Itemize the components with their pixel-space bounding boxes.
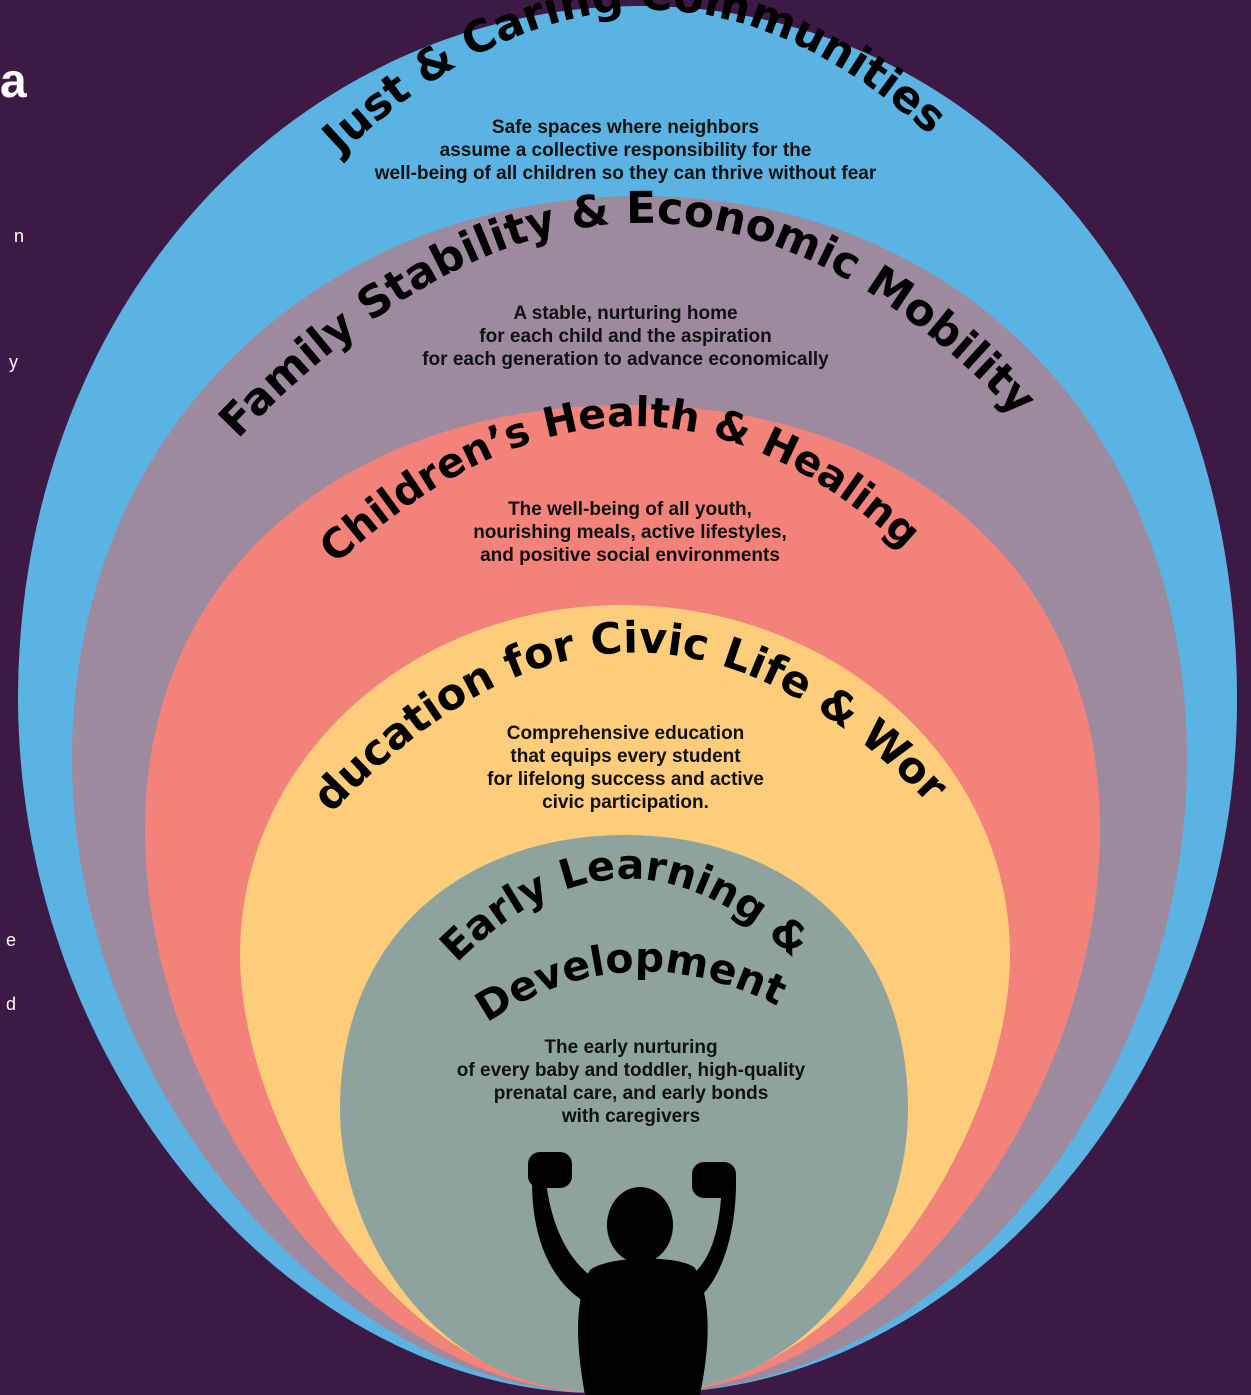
education-civic-description: Comprehensive education that equips ever…: [0, 722, 1251, 814]
description-line: The early nurturing: [544, 1037, 718, 1058]
description-line: nourishing meals, active lifestyles,: [473, 522, 787, 543]
description-line: that equips every student: [510, 746, 741, 767]
early-learning-description: The early nurturing of every baby and to…: [0, 1036, 1251, 1128]
child-silhouette-icon: [528, 1152, 736, 1395]
description-line: with caregivers: [561, 1106, 701, 1127]
left-text-fragment-4: d: [6, 994, 17, 1014]
description-line: of every baby and toddler, high-quality: [456, 1060, 806, 1081]
description-line: for lifelong success and active: [487, 769, 764, 790]
childrens-health-description: The well-being of all youth, nourishing …: [0, 498, 1251, 567]
description-line: for each child and the aspiration: [479, 326, 772, 347]
description-line: prenatal care, and early bonds: [493, 1083, 769, 1104]
family-stability-description: A stable, nurturing home for each child …: [0, 302, 1251, 371]
description-line: well-being of all children so they can t…: [374, 163, 877, 184]
just-caring-description: Safe spaces where neighbors assume a col…: [0, 116, 1251, 185]
left-text-fragment-2: y: [9, 352, 18, 372]
description-line: Comprehensive education: [506, 723, 745, 744]
early-learning-ring: [340, 835, 908, 1393]
description-line: and positive social environments: [480, 545, 780, 566]
left-text-fragment-3: e: [6, 930, 17, 950]
left-text-fragment-1: n: [14, 226, 25, 246]
description-line: A stable, nurturing home: [513, 303, 738, 324]
description-line: assume a collective responsibility for t…: [439, 140, 812, 161]
description-line: The well-being of all youth,: [508, 499, 752, 520]
left-heading-fragment: a: [0, 55, 27, 108]
description-line: for each generation to advance economica…: [422, 349, 829, 370]
description-line: Safe spaces where neighbors: [491, 117, 760, 138]
description-line: civic participation.: [542, 792, 709, 813]
